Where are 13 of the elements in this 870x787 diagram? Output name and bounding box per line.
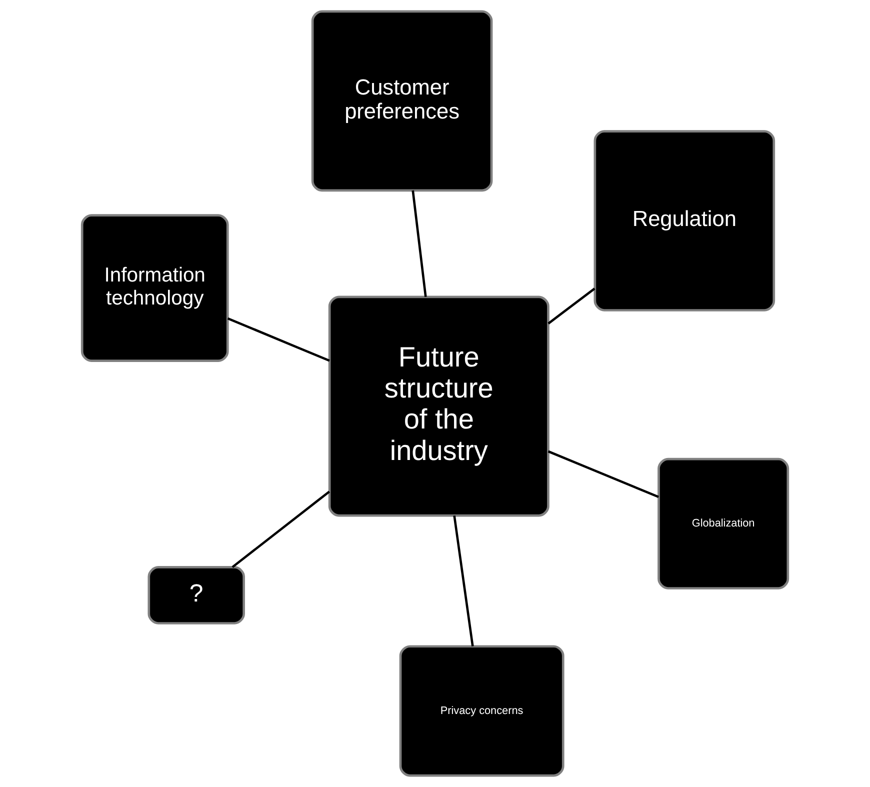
connector: [232, 490, 330, 568]
connector: [412, 190, 427, 298]
node-box: Future structure of the industry: [328, 296, 550, 517]
connector: [548, 288, 596, 324]
node-box: Globalization: [658, 458, 790, 590]
connector: [548, 450, 660, 498]
connector: [453, 515, 474, 646]
node-box: Information technology: [80, 214, 229, 362]
node-box: Customer preferences: [311, 10, 493, 192]
connector: [227, 317, 330, 362]
node-box: Privacy concerns: [399, 645, 564, 777]
node-box: ?: [148, 566, 245, 624]
node-box: Regulation: [594, 130, 776, 312]
